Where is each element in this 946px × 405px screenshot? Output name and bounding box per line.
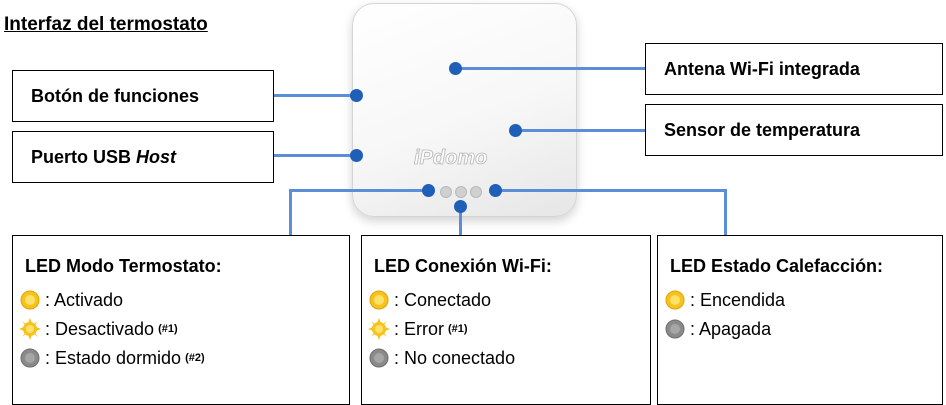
legend-text: : Activado <box>45 289 124 310</box>
device-led-wifi <box>455 186 467 198</box>
footnote-ref: (#1) <box>158 323 178 335</box>
footnote-ref: (#2) <box>185 352 205 364</box>
antenna-label-box: Antena Wi-Fi integrada <box>645 43 943 95</box>
legend-row: : Activado <box>19 287 123 313</box>
legend-text: : Apagada <box>690 318 772 339</box>
usb-port-label-box: Puerto USB Host <box>12 131 274 183</box>
function-button-label: Botón de funciones <box>31 85 199 106</box>
ipdomo-logo-text: iPdomo <box>414 147 487 169</box>
diagram-title: Interfaz del termostato <box>4 14 208 35</box>
legend-row: : Estado dormido(#2) <box>19 345 205 371</box>
usb-port-label: Puerto USB Host <box>31 147 176 168</box>
usb-label-prefix: Puerto USB <box>31 146 137 167</box>
led-wifi-connector <box>459 206 462 236</box>
led-yellow-blink-icon <box>368 318 390 340</box>
ipdomo-logo: iPdomo <box>414 147 488 169</box>
antenna-label: Antena Wi-Fi integrada <box>664 58 860 79</box>
panel-heating-state: LED Estado Calefacción: : Encendida : Ap… <box>657 235 943 405</box>
usb-label-host: Host <box>136 146 177 167</box>
led-thermostat-connector-h <box>289 189 429 192</box>
legend-text: : Estado dormido <box>45 347 182 368</box>
panel-title: LED Estado Calefacción: <box>670 256 884 276</box>
legend-row: : Desactivado(#1) <box>19 316 178 342</box>
led-grey-icon <box>665 319 685 339</box>
usb-connector <box>273 154 358 157</box>
sensor-connector <box>515 129 645 132</box>
led-grey-icon <box>369 348 389 368</box>
led-yellow-icon <box>369 290 389 310</box>
antenna-connector <box>455 67 645 70</box>
footnote-ref: (#1) <box>448 323 468 335</box>
thermostat-device <box>352 3 577 217</box>
button-connector <box>273 94 358 97</box>
led-heating-connector-v <box>724 189 727 236</box>
led-heating-connector-h <box>496 189 726 192</box>
legend-text: : Encendida <box>690 289 786 310</box>
led-thermostat-dot <box>422 184 435 197</box>
legend-row: : Conectado <box>368 287 491 313</box>
led-yellow-icon <box>20 290 40 310</box>
panel-title: LED Conexión Wi-Fi: <box>374 256 552 276</box>
panel-thermostat-mode: LED Modo Termostato: : Activado : Desact… <box>12 235 350 405</box>
legend-text: : No conectado <box>394 347 516 368</box>
legend-text: : Conectado <box>394 289 492 310</box>
sensor-dot <box>509 124 522 137</box>
legend-text: : Desactivado <box>45 318 155 339</box>
usb-dot <box>350 149 363 162</box>
temp-sensor-label-box: Sensor de temperatura <box>645 104 943 156</box>
led-yellow-icon <box>665 290 685 310</box>
legend-row: : Apagada <box>664 316 771 342</box>
panel-title: LED Modo Termostato: <box>25 256 222 276</box>
led-grey-icon <box>20 348 40 368</box>
legend-text: : Error <box>394 318 445 339</box>
led-wifi-dot <box>454 200 467 213</box>
antenna-dot <box>449 62 462 75</box>
function-button-label-box: Botón de funciones <box>12 70 274 122</box>
legend-row: : Error(#1) <box>368 316 468 342</box>
panel-wifi-connection: LED Conexión Wi-Fi: : Conectado : Error(… <box>361 235 651 405</box>
legend-row: : No conectado <box>368 345 515 371</box>
temp-sensor-label: Sensor de temperatura <box>664 119 861 140</box>
legend-row: : Encendida <box>664 287 785 313</box>
device-led-thermostat <box>440 186 452 198</box>
led-heating-dot <box>489 184 502 197</box>
button-dot <box>350 89 363 102</box>
led-yellow-blink-icon <box>19 318 41 340</box>
device-led-heating <box>470 186 482 198</box>
led-thermostat-connector-v <box>289 189 292 236</box>
